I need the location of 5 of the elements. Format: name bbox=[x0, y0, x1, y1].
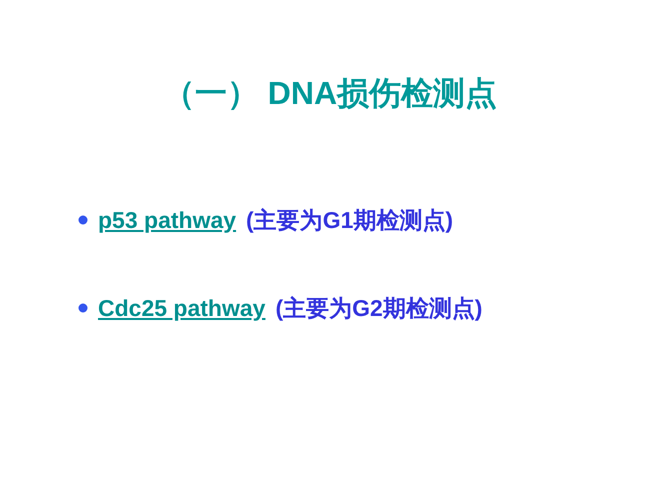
link: Cdc25 pathway bbox=[98, 294, 266, 322]
slide-title: （一） DNA损伤检测点 bbox=[162, 74, 498, 113]
link: p53 pathway bbox=[98, 206, 236, 234]
bullet-text: (主要为G1期检测点) bbox=[246, 206, 454, 235]
bullet-text: (主要为G2期检测点) bbox=[275, 294, 482, 323]
